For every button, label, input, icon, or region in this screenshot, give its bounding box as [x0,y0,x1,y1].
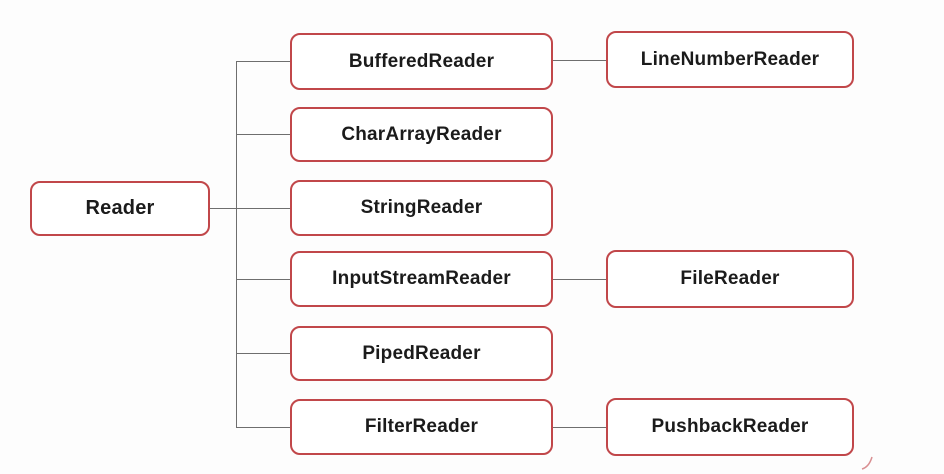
node-stringreader: StringReader [290,180,553,236]
stray-red-mark [861,456,873,470]
edge-inputstreamreader-filereader [553,279,606,280]
edge-trunk-vertical [236,61,237,427]
node-filterreader: FilterReader [290,399,553,455]
node-bufferedreader: BufferedReader [290,33,553,90]
edge-reader-trunk [210,208,290,209]
node-linenumberreader: LineNumberReader [606,31,854,88]
node-chararrayreader: CharArrayReader [290,107,553,162]
node-pipedreader: PipedReader [290,326,553,381]
node-reader: Reader [30,181,210,236]
edge-trunk-inputstreamreader [236,279,290,280]
edge-filterreader-pushbackreader [553,427,606,428]
node-pushbackreader: PushbackReader [606,398,854,456]
edge-trunk-bufferedreader [236,61,290,62]
node-filereader: FileReader [606,250,854,308]
edge-trunk-filterreader [236,427,290,428]
node-inputstreamreader: InputStreamReader [290,251,553,307]
edge-bufferedreader-linenumberreader [553,60,606,61]
edge-trunk-chararrayreader [236,134,290,135]
edge-trunk-pipedreader [236,353,290,354]
